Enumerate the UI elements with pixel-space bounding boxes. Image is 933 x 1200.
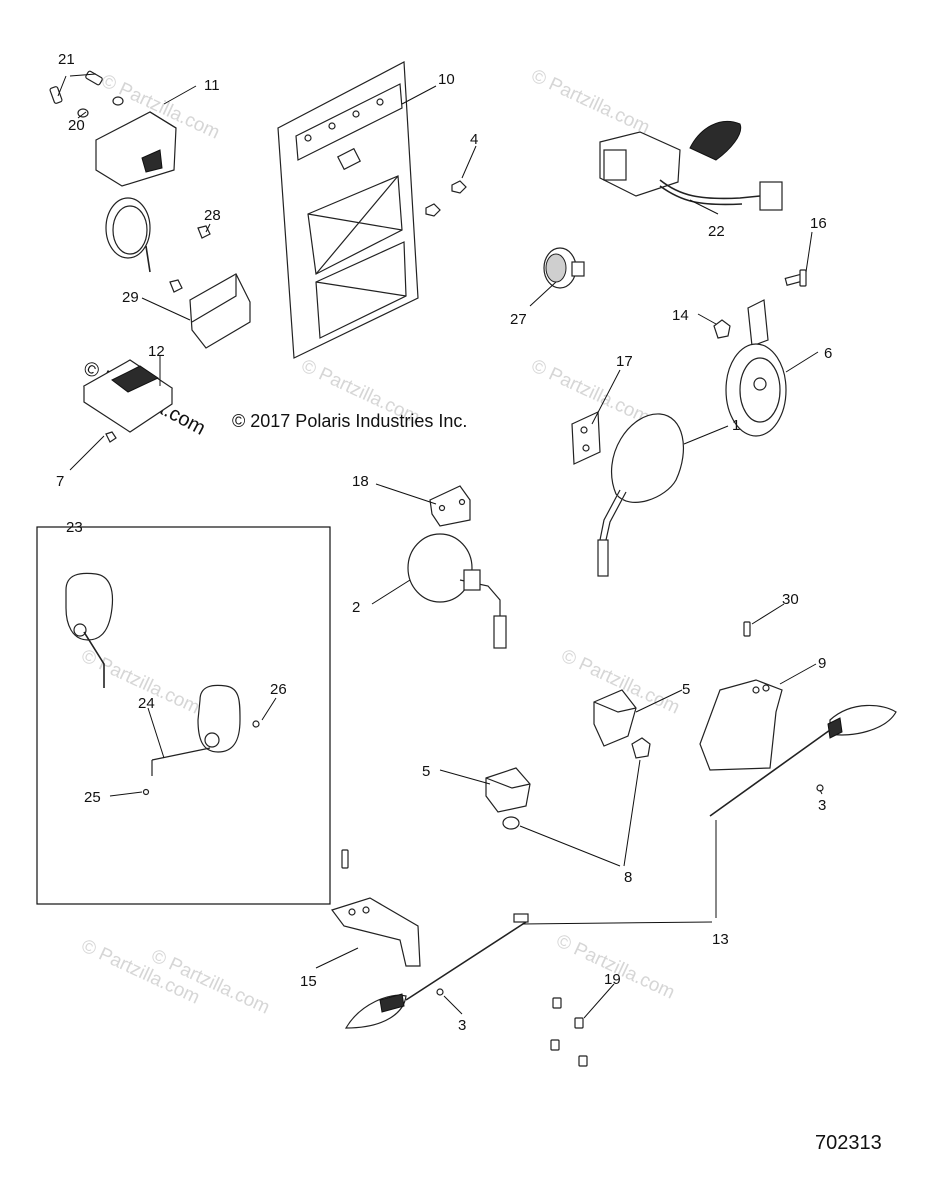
bracket-29 xyxy=(169,225,251,349)
callout-25: 25 xyxy=(84,789,101,806)
mirror-kit-23 xyxy=(65,572,260,796)
callout-24: 24 xyxy=(138,695,155,712)
copyright-notice: © 2017 Polaris Industries Inc. xyxy=(232,411,467,431)
callout-11: 11 xyxy=(204,77,220,94)
callout-20: 20 xyxy=(68,117,85,134)
callout-19: 19 xyxy=(604,971,621,988)
watermark: © Partzilla.com xyxy=(553,930,678,1003)
callout-9: 9 xyxy=(818,655,826,672)
bracket-15 xyxy=(331,897,421,967)
callout-3-left: 3 xyxy=(458,1017,466,1034)
callout-1: 1 xyxy=(732,417,740,434)
horn-6 xyxy=(713,299,787,437)
callout-labels: 21 11 10 20 4 22 28 16 29 27 14 6 12 17 … xyxy=(56,51,832,1034)
screws-19 xyxy=(550,997,588,1067)
callout-17: 17 xyxy=(616,353,633,370)
callout-28: 28 xyxy=(204,207,221,224)
bracket-17 xyxy=(571,411,601,465)
screw-30 xyxy=(743,621,751,637)
relay-module-12 xyxy=(82,359,174,443)
watermark: © Partzilla.com xyxy=(528,65,653,138)
callout-3-right: 3 xyxy=(818,797,826,814)
callout-22: 22 xyxy=(708,223,725,240)
connector-27 xyxy=(543,247,585,289)
module-11 xyxy=(95,111,177,273)
callout-15: 15 xyxy=(300,973,317,990)
callout-2: 2 xyxy=(352,599,360,616)
callout-26: 26 xyxy=(270,681,287,698)
callout-8: 8 xyxy=(624,869,632,886)
turn-signal-left xyxy=(344,913,529,1029)
callout-5-upper: 5 xyxy=(682,681,690,698)
callout-30: 30 xyxy=(782,591,799,608)
callout-6: 6 xyxy=(824,345,832,362)
leader-lines xyxy=(57,73,823,1019)
callout-13: 13 xyxy=(712,931,729,948)
callout-10: 10 xyxy=(438,71,455,88)
mirror-1 xyxy=(597,413,684,577)
mirror-2 xyxy=(407,533,507,649)
license-plate-bracket xyxy=(277,61,419,359)
bracket-18 xyxy=(429,485,471,527)
nut-4 xyxy=(425,180,467,217)
callout-27: 27 xyxy=(510,311,527,328)
callout-23: 23 xyxy=(66,519,83,536)
switch-22 xyxy=(599,120,783,211)
callout-18: 18 xyxy=(352,473,369,490)
clip-5-lower xyxy=(485,767,531,813)
callout-12: 12 xyxy=(148,343,165,360)
callout-4: 4 xyxy=(470,131,478,148)
callout-21: 21 xyxy=(58,51,75,68)
nut-8 xyxy=(502,737,651,830)
callout-16: 16 xyxy=(810,215,827,232)
diagram-number: 702313 xyxy=(815,1132,882,1154)
callout-5-lower: 5 xyxy=(422,763,430,780)
callout-7: 7 xyxy=(56,473,64,490)
callout-14: 14 xyxy=(672,307,689,324)
callout-29: 29 xyxy=(122,289,139,306)
bolt-16 xyxy=(784,269,807,287)
turn-signal-right xyxy=(709,704,897,817)
bracket-9 xyxy=(699,679,783,771)
clip-5-upper xyxy=(593,689,637,747)
kit-23-box xyxy=(36,526,331,905)
bolt-15 xyxy=(341,849,349,869)
